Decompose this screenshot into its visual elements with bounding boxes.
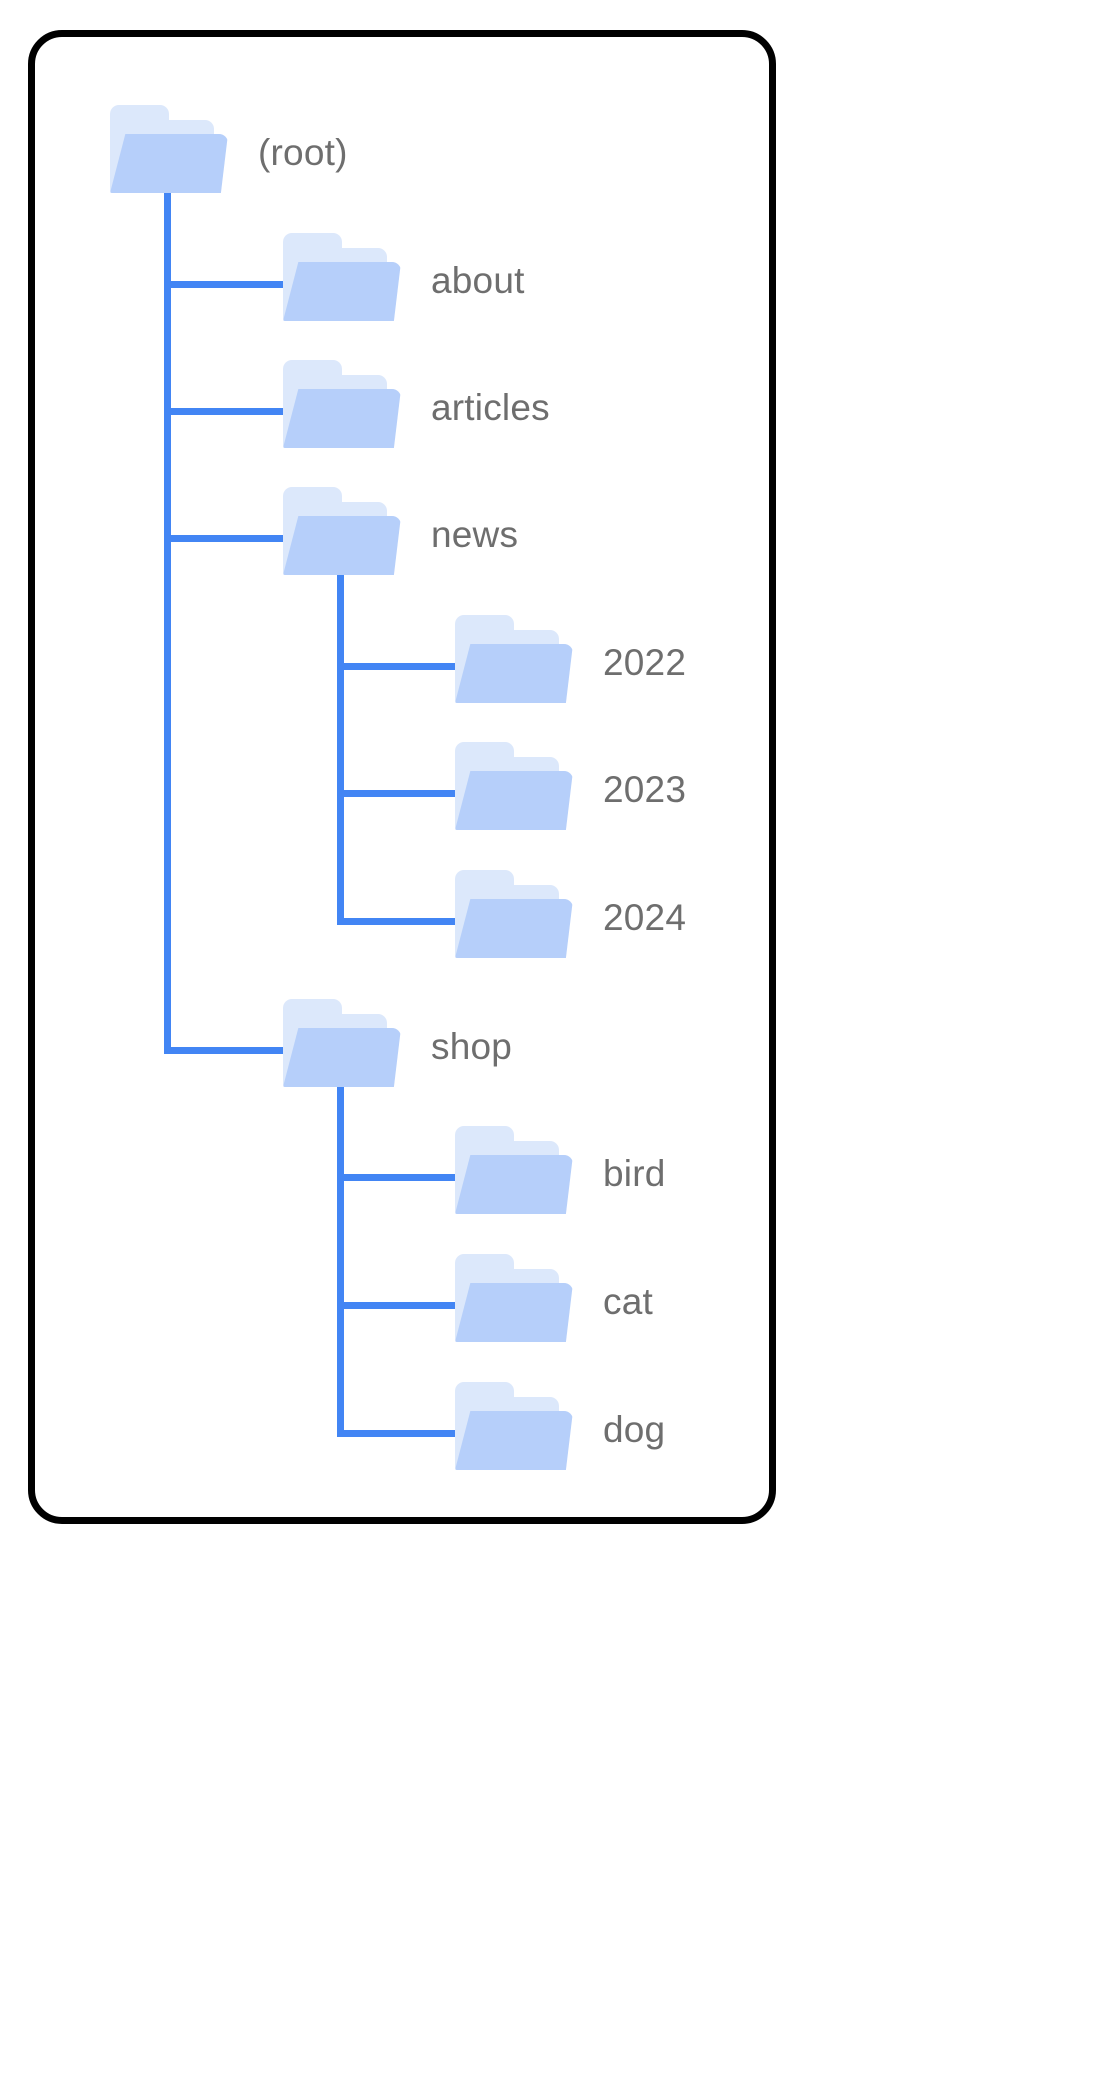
folder-tree-canvas: (root) about articles news 2022 2023 2024 shop b… (35, 37, 783, 1531)
folder-icon (455, 742, 573, 830)
folder-front-panel (455, 1283, 573, 1342)
folder-icon (455, 1382, 573, 1470)
folder-icon (455, 615, 573, 703)
tree-node-label-2024: 2024 (603, 897, 687, 938)
folder-front-panel (455, 1411, 573, 1470)
folder-icon (283, 360, 401, 448)
folder-icon (455, 870, 573, 958)
tree-branch-2024 (337, 918, 469, 925)
tree-node-root[interactable]: (root) (110, 105, 628, 193)
tree-node-2022[interactable]: 2022 (455, 615, 973, 703)
tree-branch-dog (337, 1430, 469, 1437)
tree-trunk-news (337, 557, 344, 925)
tree-node-articles[interactable]: articles (283, 360, 801, 448)
folder-front-panel (455, 1155, 573, 1214)
tree-node-label-2023: 2023 (603, 769, 687, 810)
folder-front-panel (455, 899, 573, 958)
folder-icon (283, 487, 401, 575)
tree-branch-articles (164, 408, 297, 415)
tree-node-2024[interactable]: 2024 (455, 870, 973, 958)
tree-trunk-shop (337, 1069, 344, 1437)
tree-node-about[interactable]: about (283, 233, 801, 321)
tree-node-dog[interactable]: dog (455, 1382, 973, 1470)
tree-trunk-root (164, 175, 171, 1054)
tree-branch-bird (337, 1174, 469, 1181)
folder-icon (455, 1126, 573, 1214)
folder-front-panel (283, 516, 401, 575)
tree-node-label-about: about (431, 260, 525, 301)
tree-node-cat[interactable]: cat (455, 1254, 973, 1342)
tree-node-label-dog: dog (603, 1409, 666, 1450)
tree-node-label-cat: cat (603, 1281, 653, 1322)
folder-icon (455, 1254, 573, 1342)
folder-front-panel (455, 644, 573, 703)
tree-node-bird[interactable]: bird (455, 1126, 973, 1214)
tree-node-shop[interactable]: shop (283, 999, 801, 1087)
folder-front-panel (283, 389, 401, 448)
tree-node-label-2022: 2022 (603, 642, 687, 683)
folder-tree-card: (root) about articles news 2022 2023 2024 shop b… (28, 30, 776, 1524)
folder-front-panel (455, 771, 573, 830)
tree-branch-news (164, 535, 297, 542)
folder-icon (283, 999, 401, 1087)
tree-node-label-shop: shop (431, 1026, 513, 1067)
folder-icon (110, 105, 228, 193)
folder-front-panel (283, 262, 401, 321)
tree-node-news[interactable]: news (283, 487, 801, 575)
tree-branch-2023 (337, 790, 469, 797)
tree-branch-shop (164, 1047, 297, 1054)
tree-node-label-news: news (431, 514, 519, 555)
folder-icon (283, 233, 401, 321)
folder-front-panel (283, 1028, 401, 1087)
folder-front-panel (110, 134, 228, 193)
tree-node-label-bird: bird (603, 1153, 666, 1194)
tree-branch-2022 (337, 663, 469, 670)
tree-node-2023[interactable]: 2023 (455, 742, 973, 830)
tree-branch-cat (337, 1302, 469, 1309)
tree-node-label-articles: articles (431, 387, 550, 428)
tree-node-label-root: (root) (258, 132, 348, 173)
tree-branch-about (164, 281, 297, 288)
